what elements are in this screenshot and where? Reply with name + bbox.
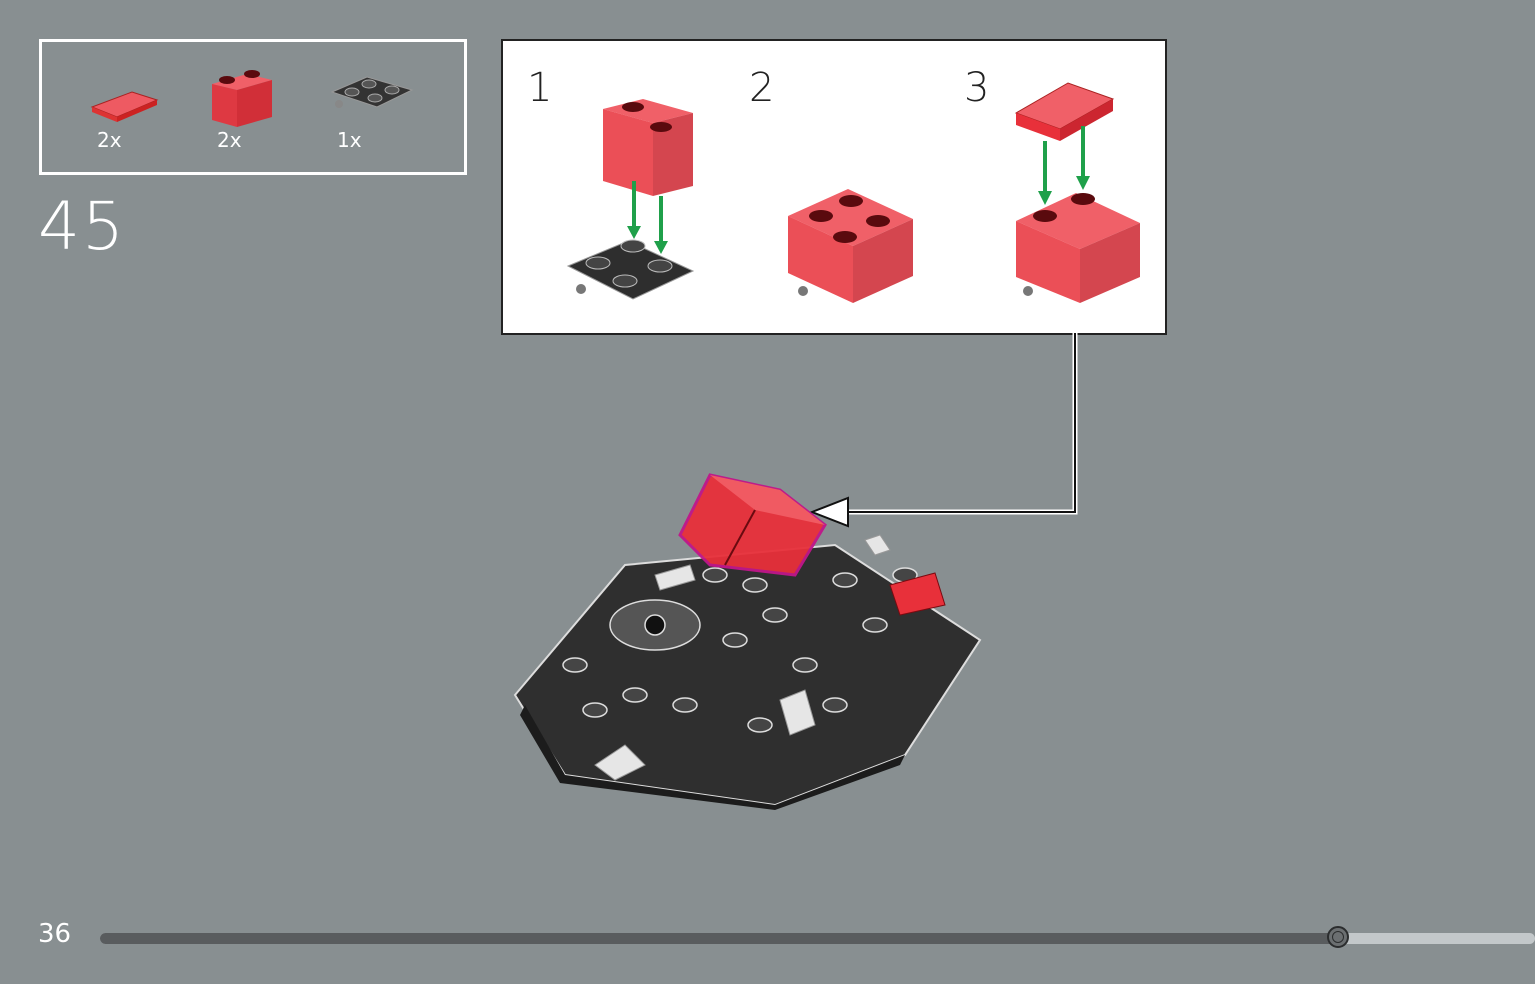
sub-step-number: 3 xyxy=(964,65,990,111)
part-plate-black: 1x xyxy=(327,62,417,162)
sub-step-number: 2 xyxy=(749,65,775,111)
arrow-head-icon xyxy=(809,496,849,528)
plate-black-icon xyxy=(330,76,414,108)
sub-step-2: 2 xyxy=(733,41,948,333)
sub-step-3-illustration xyxy=(1014,82,1140,303)
step-number: 45 xyxy=(38,188,126,265)
sub-step-number: 1 xyxy=(527,65,553,111)
model-illustration xyxy=(513,473,982,810)
brick-red-icon xyxy=(212,70,272,127)
part-qty: 2x xyxy=(217,128,242,152)
sub-step-1-illustration xyxy=(566,99,695,300)
page-number: 36 xyxy=(38,919,72,949)
page-progress-slider[interactable] xyxy=(100,933,1535,944)
sub-step-2-illustration xyxy=(788,189,913,303)
tile-red-icon xyxy=(90,91,159,122)
part-qty: 1x xyxy=(337,128,362,152)
progress-fill xyxy=(100,933,1339,944)
sub-step-3: 3 xyxy=(948,41,1165,333)
part-brick-red: 2x xyxy=(207,62,297,162)
part-tile-red: 2x xyxy=(87,62,177,162)
sub-step-1: 1 xyxy=(503,41,733,333)
parts-list-box: 2x 2x 1x xyxy=(39,39,467,175)
sub-assembly-box: 1 2 3 xyxy=(501,39,1167,335)
part-qty: 2x xyxy=(97,128,122,152)
slider-thumb[interactable] xyxy=(1327,926,1350,948)
